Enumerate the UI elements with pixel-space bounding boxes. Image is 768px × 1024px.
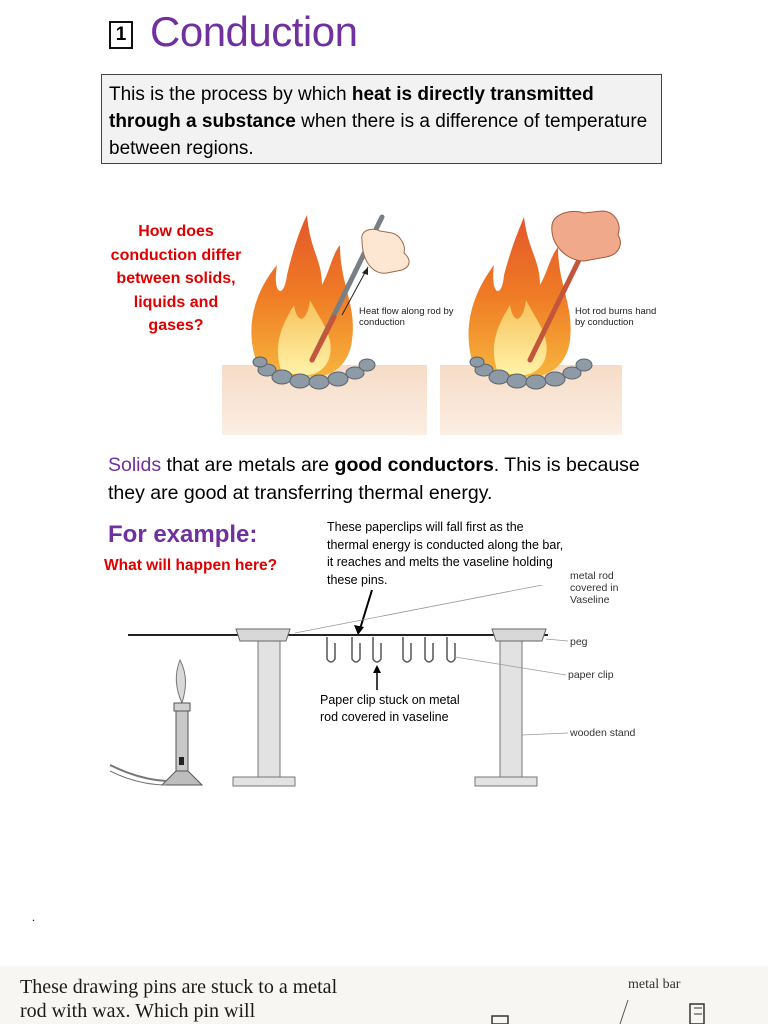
left-stones bbox=[252, 356, 376, 390]
callout-arrow-top bbox=[359, 589, 373, 630]
example-heading: For example: bbox=[108, 521, 258, 548]
right-hand-burned bbox=[551, 210, 621, 262]
conduction-question: How does conduction differ between solid… bbox=[110, 223, 242, 334]
definition-text-2: when there is a difference of temperatur… bbox=[109, 111, 648, 159]
bottom-question-strip bbox=[0, 966, 768, 1024]
left-fire-scene bbox=[222, 214, 427, 435]
heat-flow-label: Heat flow along rod by conduction bbox=[359, 306, 454, 328]
definition-text-1: This is the process by which bbox=[109, 84, 352, 105]
right-peg bbox=[491, 628, 547, 642]
section-number-box: 1 bbox=[109, 21, 133, 49]
solids-text-2: . This is because they are good at trans… bbox=[108, 454, 640, 504]
left-stand-base bbox=[232, 776, 296, 787]
good-conductors-bold: good conductors bbox=[334, 454, 494, 476]
what-will-happen-question: What will happen here? bbox=[104, 557, 278, 574]
heat-arrow bbox=[341, 266, 369, 316]
metal-rod-label: metal rod covered in Vaseline bbox=[570, 570, 619, 606]
paper-clip-stuck-callout: Paper clip stuck on metal rod covered in… bbox=[320, 693, 460, 724]
solids-word: Solids bbox=[108, 454, 162, 476]
right-stand-base bbox=[474, 776, 538, 787]
paper-clip-label: paper clip bbox=[568, 669, 614, 681]
stray-mark: . bbox=[32, 910, 35, 924]
bunsen-burner bbox=[109, 658, 204, 786]
campfire-illustrations bbox=[222, 210, 622, 435]
left-wooden-stand bbox=[257, 640, 281, 780]
solids-paragraph: Solids that are metals are good conducto… bbox=[108, 451, 668, 507]
page-title: Conduction bbox=[150, 8, 358, 55]
paper-clips bbox=[326, 637, 456, 663]
right-fire-scene bbox=[440, 210, 622, 435]
conduction-apparatus bbox=[109, 585, 569, 787]
left-peg bbox=[235, 628, 291, 642]
hot-rod-label: Hot rod burns hand by conduction bbox=[575, 306, 657, 328]
right-stones bbox=[469, 356, 593, 390]
paperclips-fall-callout: These paperclips will fall first as the … bbox=[327, 520, 564, 587]
definition-box: This is the process by which heat is dir… bbox=[101, 74, 662, 164]
definition-bold: heat is directly transmitted through a s… bbox=[109, 84, 594, 132]
left-hand bbox=[361, 228, 410, 274]
metal-bar-label: metal bar bbox=[628, 977, 681, 992]
solids-text-1: that are metals are bbox=[161, 454, 335, 476]
label-leaders bbox=[294, 585, 569, 736]
drawing-pins-question: These drawing pins are stuck to a metal … bbox=[20, 976, 338, 1022]
wooden-stand-label: wooden stand bbox=[570, 727, 636, 739]
right-wooden-stand bbox=[499, 640, 523, 780]
peg-label: peg bbox=[570, 636, 588, 648]
drawing-pins-diagram bbox=[491, 999, 705, 1024]
left-flame-inner bbox=[277, 300, 331, 375]
right-flame bbox=[468, 217, 571, 377]
